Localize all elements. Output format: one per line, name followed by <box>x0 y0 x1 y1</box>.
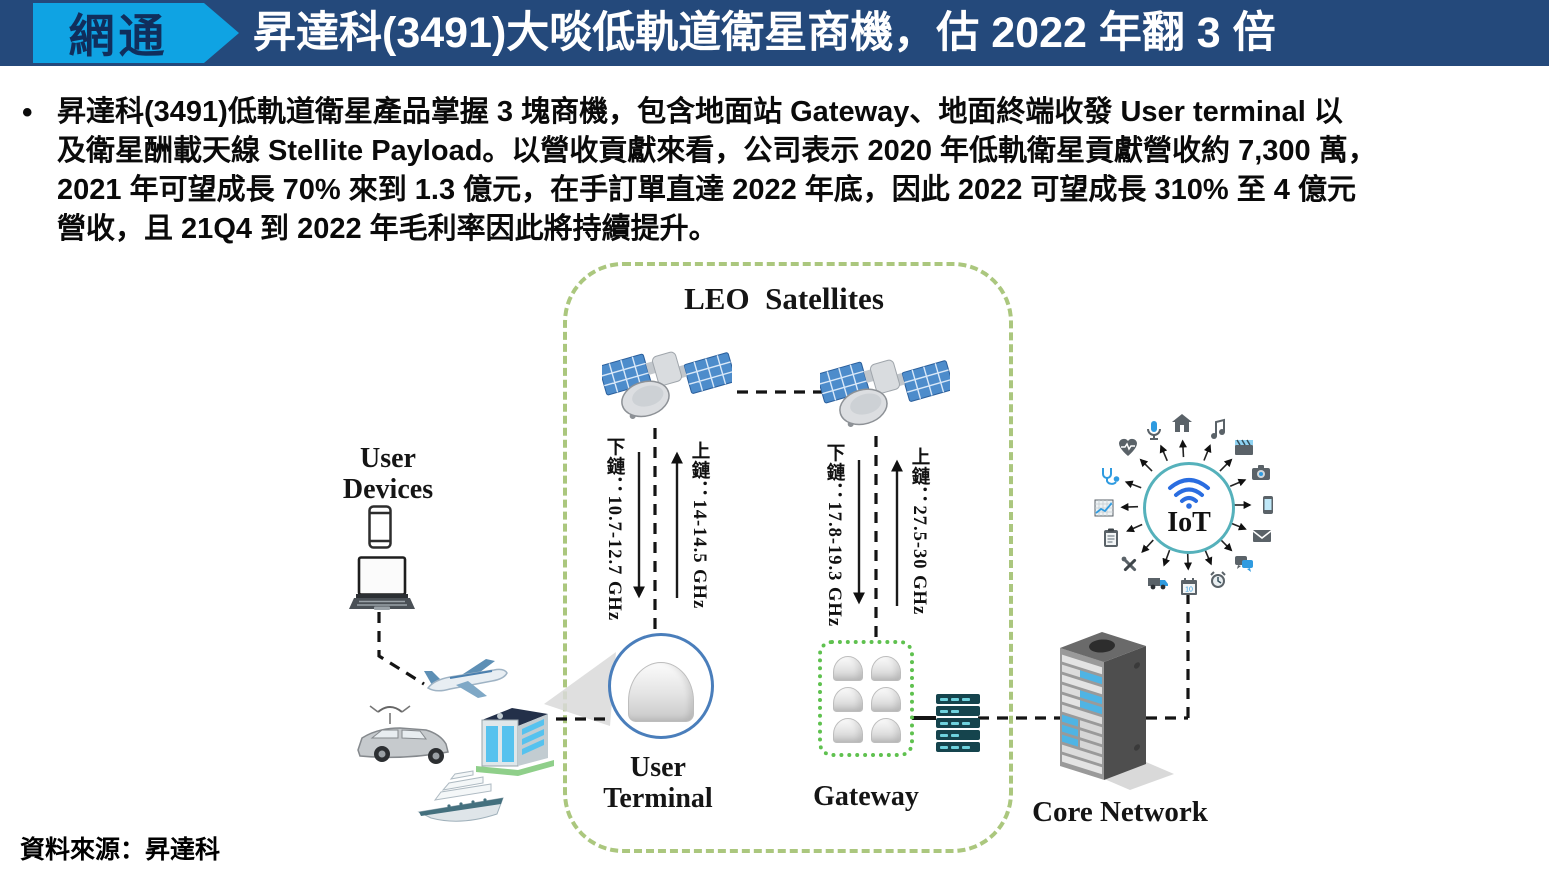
gateway-label: Gateway <box>813 781 919 812</box>
category-tag-label: 網通 <box>68 10 169 62</box>
user-terminal-dome <box>628 662 694 722</box>
gateway-dome <box>833 656 863 681</box>
satellite-icon <box>602 330 732 422</box>
leo-satellites-title: LEO Satellites <box>684 281 884 316</box>
mail-icon <box>1251 525 1273 547</box>
leo-satellites-box <box>563 262 1013 853</box>
clipboard-icon <box>1100 527 1122 549</box>
category-tag: 網通 <box>33 3 239 63</box>
core-network-label: Core Network <box>1032 796 1208 828</box>
svg-text:10: 10 <box>1185 586 1193 593</box>
body-text-line: 2021 年可望成長 70% 來到 1.3 億元，在手訂單直達 2022 年底，… <box>57 174 1356 206</box>
source-label: 資料來源：昇達科 <box>20 836 221 864</box>
body-text-line: 及衛星酬載天線 Stellite Payload。以營收貢獻來看，公司表示 20… <box>57 135 1377 167</box>
satellite-icon <box>820 338 950 430</box>
chat-icon <box>1233 552 1255 574</box>
gateway-dome <box>833 718 863 743</box>
gateway-box <box>818 640 914 757</box>
building-icon <box>476 708 554 776</box>
smartphone-icon <box>368 505 392 549</box>
network-switch-icon <box>936 694 980 752</box>
gateway-dome <box>871 656 901 681</box>
body-text-line: 昇達科(3491)低軌道衛星產品掌握 3 塊商機，包含地面站 Gateway、地… <box>57 96 1343 128</box>
downlink-label-sat2: 下鏈：17.8-19.3 GHz <box>824 443 844 628</box>
alarm-clock-icon <box>1207 569 1229 591</box>
stethoscope-icon <box>1098 465 1120 487</box>
user-terminal-icon <box>608 633 714 739</box>
iot-circle: IoT <box>1143 462 1235 554</box>
calendar-icon: 10 <box>1178 576 1200 598</box>
heart-rate-icon <box>1117 436 1139 458</box>
home-icon <box>1171 412 1193 434</box>
gateway-dome <box>871 718 901 743</box>
camera-icon <box>1250 462 1272 484</box>
tools-icon <box>1119 554 1141 576</box>
ship-icon <box>417 770 504 822</box>
chart-icon <box>1093 497 1115 519</box>
uplink-label-sat1: 上鏈：14-14.5 GHz <box>689 441 709 610</box>
gateway-dome <box>833 687 863 712</box>
core-network-icon <box>1060 632 1174 790</box>
uplink-label-sat2: 上鏈：27.5-30 GHz <box>909 447 929 616</box>
header-bar: 昇達科(3491)大啖低軌道衛星商機，估 2022 年翻 3 倍 <box>0 0 1549 66</box>
body-text-line: 營收，且 21Q4 到 2022 年毛利率因此將持續提升。 <box>57 213 718 245</box>
car-icon <box>357 705 449 764</box>
music-icon <box>1206 418 1228 440</box>
laptop-icon <box>349 556 415 610</box>
microphone-icon <box>1143 419 1165 441</box>
iot-label: IoT <box>1167 507 1211 538</box>
smartphone-icon <box>1257 494 1279 516</box>
slide-title: 昇達科(3491)大啖低軌道衛星商機，估 2022 年翻 3 倍 <box>253 9 1276 57</box>
bullet-marker: • <box>22 96 33 129</box>
truck-icon <box>1147 571 1169 593</box>
gateway-dome <box>871 687 901 712</box>
user-devices-label: User Devices <box>342 443 434 506</box>
wifi-icon <box>1168 478 1210 509</box>
downlink-label-sat1: 下鏈：10.7-12.7 GHz <box>604 437 624 622</box>
user-terminal-label: User Terminal <box>603 752 713 815</box>
body-paragraph: 昇達科(3491)低軌道衛星產品掌握 3 塊商機，包含地面站 Gateway、地… <box>57 93 1537 249</box>
airplane-icon <box>424 659 508 698</box>
clapperboard-icon <box>1233 436 1255 458</box>
